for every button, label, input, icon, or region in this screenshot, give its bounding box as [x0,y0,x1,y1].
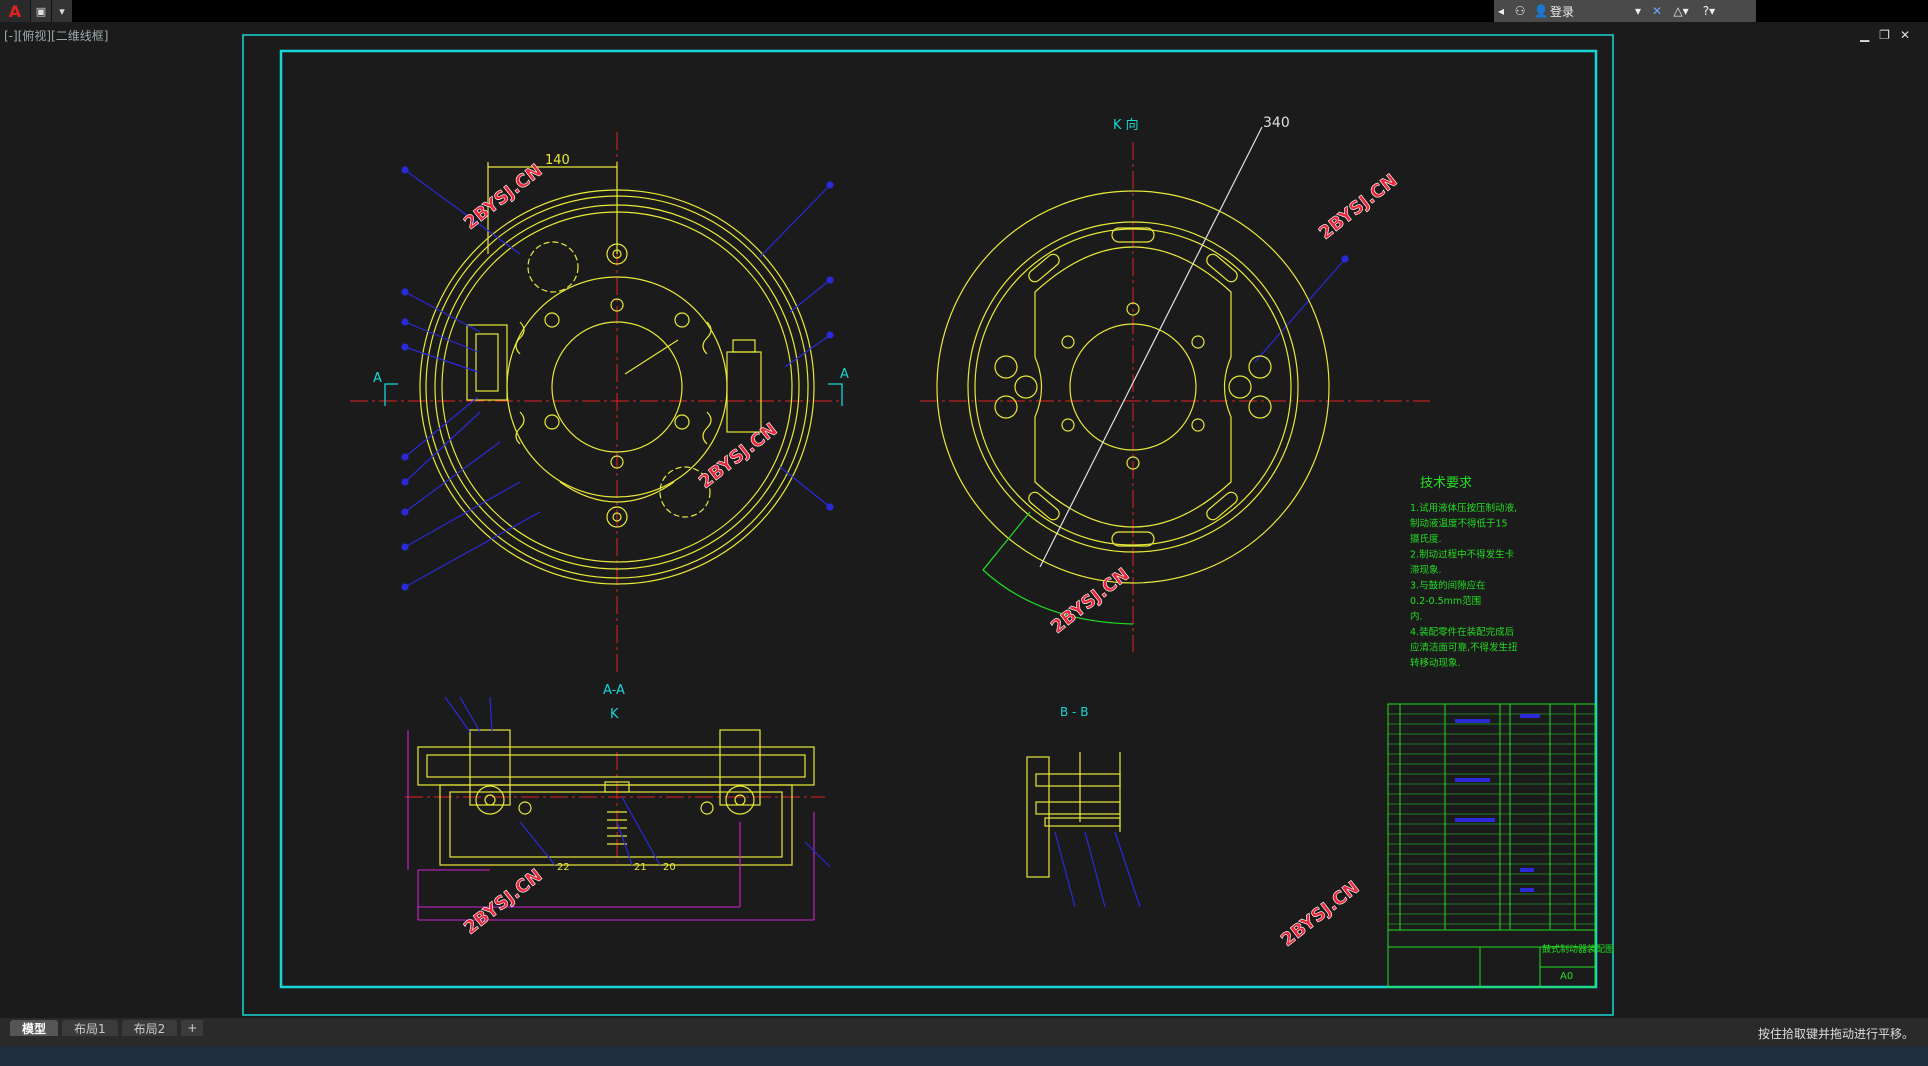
tech-line: 滞现象. [1410,564,1442,576]
aa-dimensions [407,730,815,921]
aa-label: A-A [603,683,625,698]
help-icon[interactable]: ?▾ [1702,4,1716,18]
title-block-name: 鼓式制动器装配图 [1542,943,1614,955]
title-bar: A ▣ ▾ ◂ ⚇ 👤 登录 ▾ ✕ △▾ ?▾ [0,0,1928,22]
tech-line: 制动液温度不得低于15 [1410,518,1508,530]
tech-line: 1.试用液体压按压制动液, [1410,502,1517,514]
center-lines [350,132,1430,862]
arc-dimension [982,511,1134,625]
tech-line: 转移动现象. [1410,657,1461,669]
sheet-size: A0 [1560,971,1573,982]
tech-line: 2.制动过程中不得发生卡 [1410,549,1515,561]
section-view-bb [1026,752,1121,878]
add-layout-button[interactable]: + [181,1020,204,1036]
watermark-1: 2BYSJ.CN [460,160,546,234]
drawing-border [279,49,1598,989]
part-20: 20 [663,862,676,873]
restore-icon[interactable]: ❐ [1879,28,1890,42]
tech-requirements-title: 技术要求 [1420,476,1472,491]
dim-140: 140 [545,153,570,168]
section-markers [384,383,843,406]
title-block-fills [1455,714,1540,892]
watermark-2: 2BYSJ.CN [1315,170,1401,244]
section-a-right: A [840,367,849,382]
dim-340: 340 [1263,115,1290,131]
chevron-down-icon[interactable]: ▾ [1634,4,1642,18]
leader-lines [401,166,1349,591]
binoculars-icon[interactable]: ⚇ [1514,4,1526,18]
chevron-down-icon[interactable]: ▾ [51,0,72,22]
part-21: 21 [634,862,647,873]
a360-icon[interactable]: △▾ [1673,4,1689,18]
tech-line: 内. [1410,611,1423,623]
info-center: ◂ ⚇ 👤 登录 ▾ ✕ △▾ ?▾ [1494,0,1756,22]
user-icon[interactable]: 👤 [1533,4,1549,18]
exchange-icon[interactable]: ✕ [1651,4,1663,18]
aa-leaders [444,696,831,868]
title-block [1387,703,1596,988]
section-a-left: A [373,371,382,386]
k-label: K [610,707,619,722]
tech-line: 0.2-0.5mm范围 [1410,595,1481,607]
tech-requirements: 1.试用液体压按压制动液, 制动液温度不得低于15 摄氏度. 2.制动过程中不得发生卡… [1410,502,1518,669]
viewport-window-controls: ▁ ❐ ✕ [1860,28,1910,42]
quick-access-toolbar: A ▣ ▾ [0,0,72,22]
bb-leaders [1054,831,1141,908]
viewport-label[interactable]: [-][俯视][二维线框] [4,29,109,43]
watermark-3: 2BYSJ.CN [695,419,781,493]
tech-line: 应清洁面可靠,不得发生扭 [1410,642,1518,654]
k-view [936,190,1330,584]
bb-label: B - B [1060,705,1088,719]
watermark-4: 2BYSJ.CN [1047,564,1133,638]
tech-line: 3.与鼓的间隙应在 [1410,580,1486,592]
chevron-left-icon[interactable]: ◂ [1497,4,1505,18]
front-view [419,162,815,585]
tab-layout1[interactable]: 布局1 [62,1020,118,1036]
status-text: 按住拾取键并拖动进行平移。 [1757,1027,1914,1041]
watermark-5: 2BYSJ.CN [460,865,546,939]
close-icon[interactable]: ✕ [1899,28,1910,42]
tech-line: 4.装配零件在装配完成后 [1410,626,1515,638]
login-button[interactable]: 登录 [1550,4,1575,19]
part-22: 22 [557,862,570,873]
section-view-aa [417,729,815,866]
minimize-icon[interactable]: ▁ [1859,28,1870,42]
dim-340-line [1039,126,1263,568]
tech-line: 摄氏度. [1410,533,1442,545]
workspace-icon[interactable]: ▣ [30,0,51,22]
paper-frame [242,34,1614,1016]
tab-layout2[interactable]: 布局2 [121,1020,178,1036]
tab-model[interactable]: 模型 [10,1020,59,1036]
app-logo-icon[interactable]: A [0,0,30,22]
layout-tabs: 模型 布局1 布局2 + [10,1020,204,1036]
watermark-6: 2BYSJ.CN [1277,877,1363,951]
drawing-canvas[interactable]: 140 A A [0,22,1928,1022]
k-view-label: K 向 [1113,117,1139,133]
command-strip[interactable] [0,1046,1928,1066]
